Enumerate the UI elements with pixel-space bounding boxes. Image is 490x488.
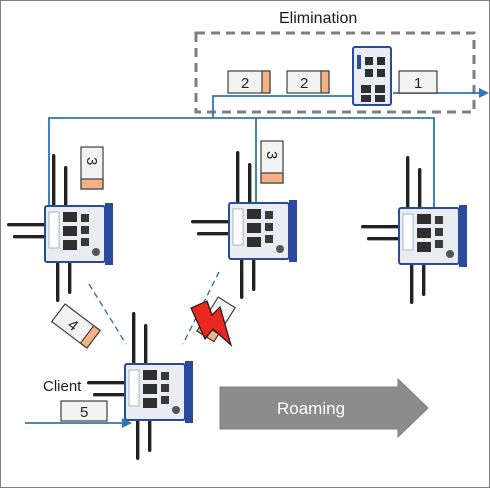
- svg-text:2: 2: [241, 75, 249, 92]
- svg-text:5: 5: [80, 404, 88, 421]
- roaming-label: Roaming: [277, 399, 345, 418]
- roaming-arrow: [219, 377, 429, 439]
- packet-duplicate-a: 2: [227, 70, 271, 94]
- svg-text:1: 1: [414, 75, 422, 92]
- packet-ap-middle: 3: [260, 140, 284, 184]
- access-point-icon: [360, 155, 468, 305]
- lightning-bolt-icon: [190, 300, 233, 347]
- svg-text:3: 3: [263, 151, 280, 159]
- arrow-head-in: [122, 418, 132, 428]
- client-device-icon: [86, 311, 194, 461]
- client-label: Client: [43, 378, 82, 395]
- elimination-box: [194, 31, 476, 114]
- packet-client-in: 5: [60, 400, 108, 422]
- packet-to-client: 4: [50, 303, 101, 349]
- packet-out: 1: [398, 70, 438, 94]
- svg-text:3: 3: [83, 157, 100, 165]
- elimination-label: Elimination: [279, 10, 357, 27]
- packet-duplicate-b: 2: [286, 70, 330, 94]
- arrow-head-out: [479, 88, 489, 98]
- svg-text:2: 2: [300, 75, 308, 92]
- switch-icon: [352, 46, 392, 106]
- packet-ap-left: 3: [80, 146, 104, 190]
